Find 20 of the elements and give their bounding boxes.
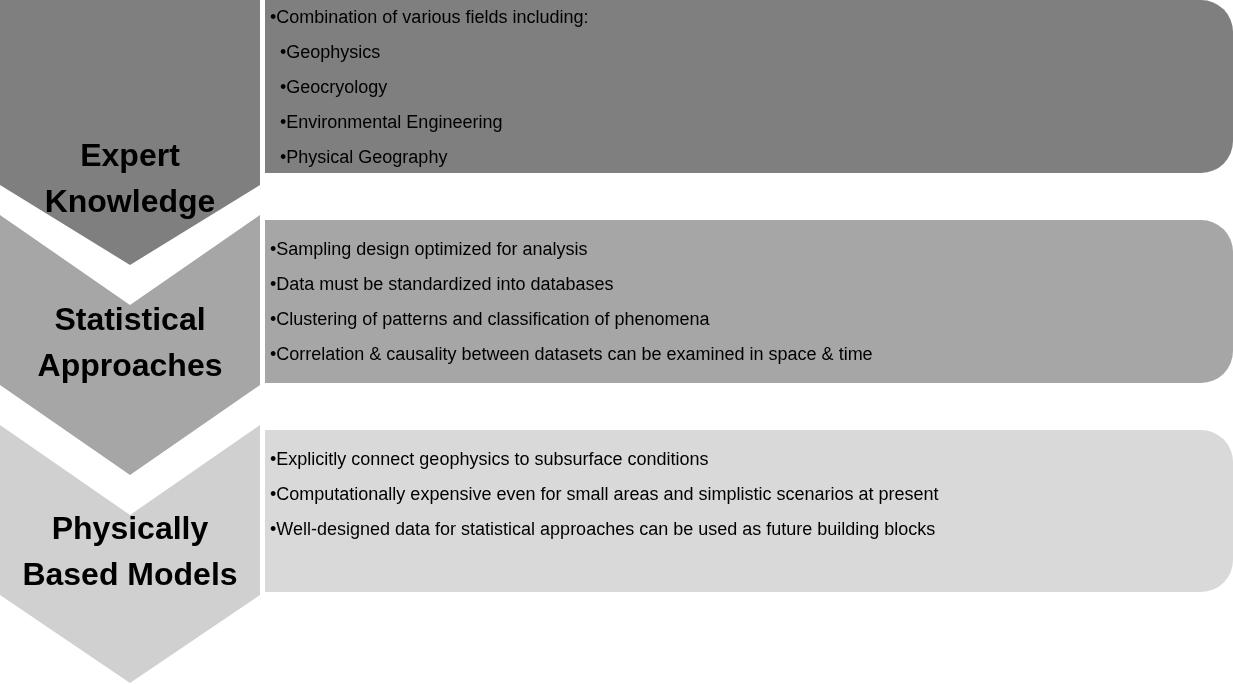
- bullet-item: •Geocryology: [279, 76, 389, 99]
- bullet-item: •Explicitly connect geophysics to subsurface conditions: [270, 448, 710, 471]
- bullet-item: •Well-designed data for statistical approaches can be used as future building blocks: [270, 518, 937, 541]
- heading: Statistical Approaches: [36, 300, 224, 385]
- text-panel: [265, 430, 1233, 592]
- bullet-item: •Geophysics: [279, 41, 382, 64]
- bullet-item: •Environmental Engineering: [279, 111, 504, 134]
- bullet-item: •Physical Geography: [279, 146, 449, 169]
- bullet-item: •Clustering of patterns and classification of phenomena: [270, 308, 711, 331]
- heading: Physically Based Models: [21, 509, 239, 594]
- bullet-item: •Data must be standardized into databases: [270, 273, 615, 296]
- bullet-item: •Combination of various fields including:: [270, 6, 590, 29]
- bullet-item: •Computationally expensive even for small areas and simplistic scenarios at present: [270, 483, 940, 506]
- chevron-shape: [0, 0, 260, 265]
- chevron-shape: [0, 425, 260, 683]
- bullet-item: •Correlation & causality between datasets can be examined in space & time: [270, 343, 874, 366]
- bullet-item: •Sampling design optimized for analysis: [270, 238, 589, 261]
- heading: Expert Knowledge: [43, 136, 217, 221]
- text-panel: [265, 220, 1233, 383]
- text-panel: [265, 0, 1233, 173]
